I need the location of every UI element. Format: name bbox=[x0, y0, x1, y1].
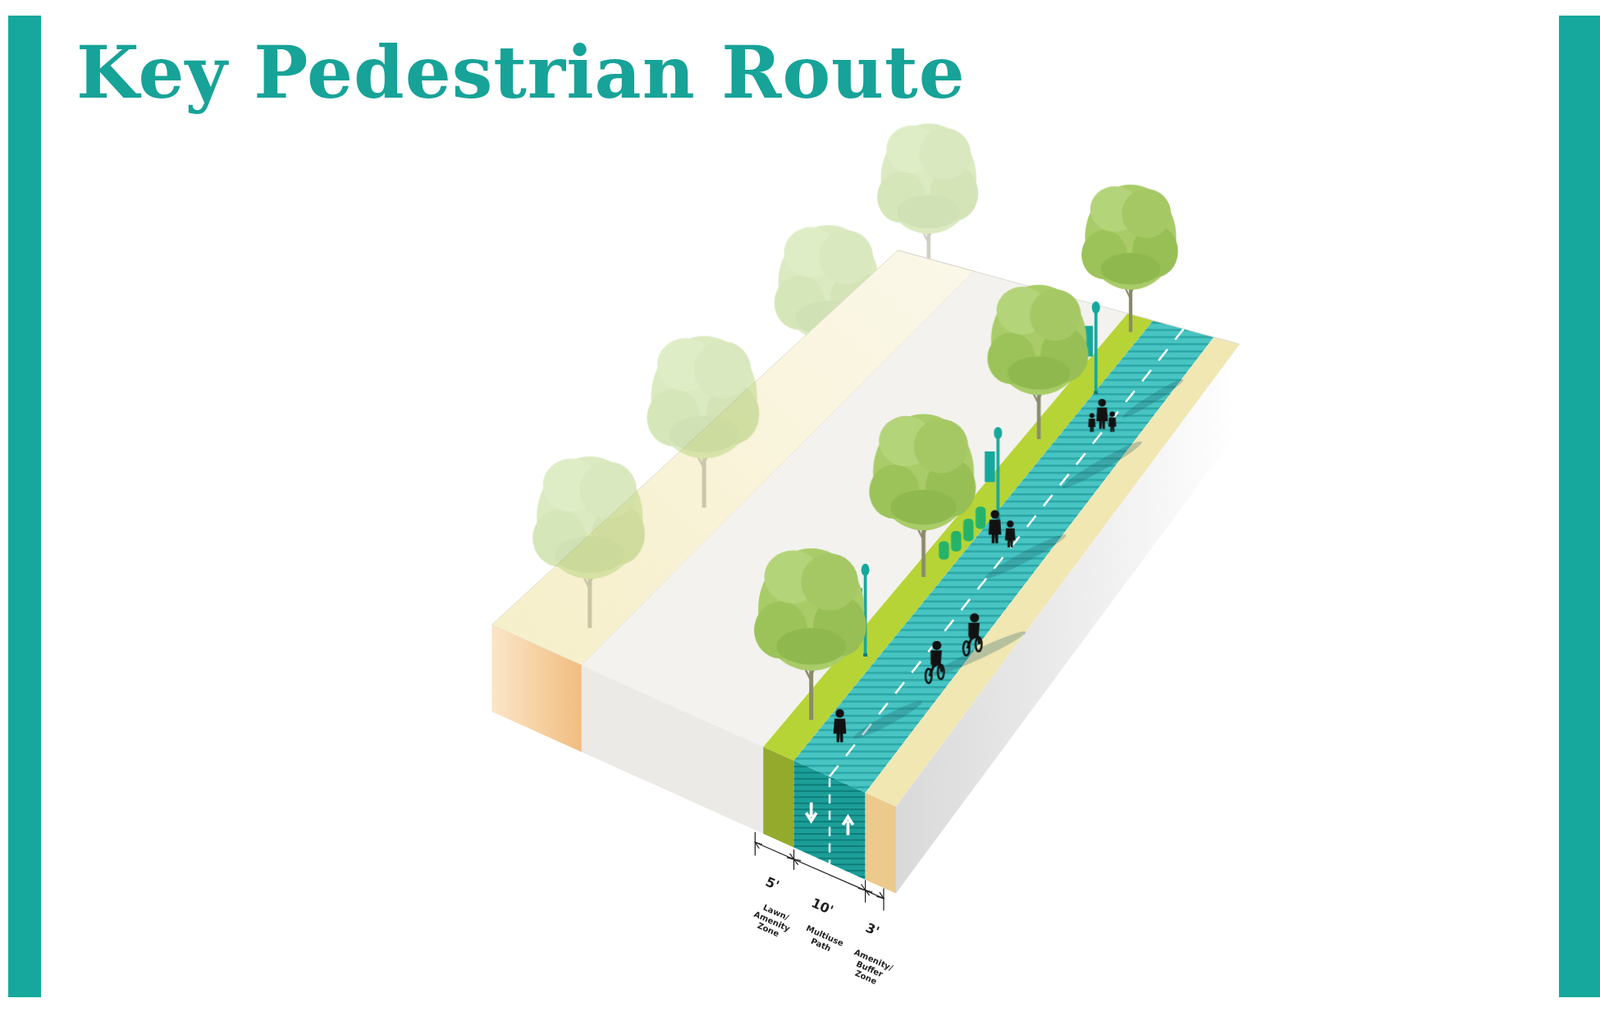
people bbox=[833, 398, 1117, 742]
dimension-value: 5' bbox=[754, 869, 791, 897]
dimension-value: 3' bbox=[855, 916, 889, 942]
shadows bbox=[850, 375, 1186, 743]
zone-label: Lawn/ Amenity Zone bbox=[746, 899, 798, 943]
dimension-value: 10' bbox=[804, 892, 841, 920]
tree-row bbox=[754, 184, 1179, 720]
side-bar bbox=[8, 15, 42, 997]
zone-label: Multiuse Path bbox=[800, 922, 847, 957]
side-bar bbox=[1558, 15, 1600, 997]
tree-row bbox=[532, 335, 759, 628]
zone-label: Amenity/ Buffer Zone bbox=[843, 946, 896, 990]
title: Key Pedestrian Route bbox=[76, 36, 966, 109]
street-block bbox=[491, 250, 1240, 893]
